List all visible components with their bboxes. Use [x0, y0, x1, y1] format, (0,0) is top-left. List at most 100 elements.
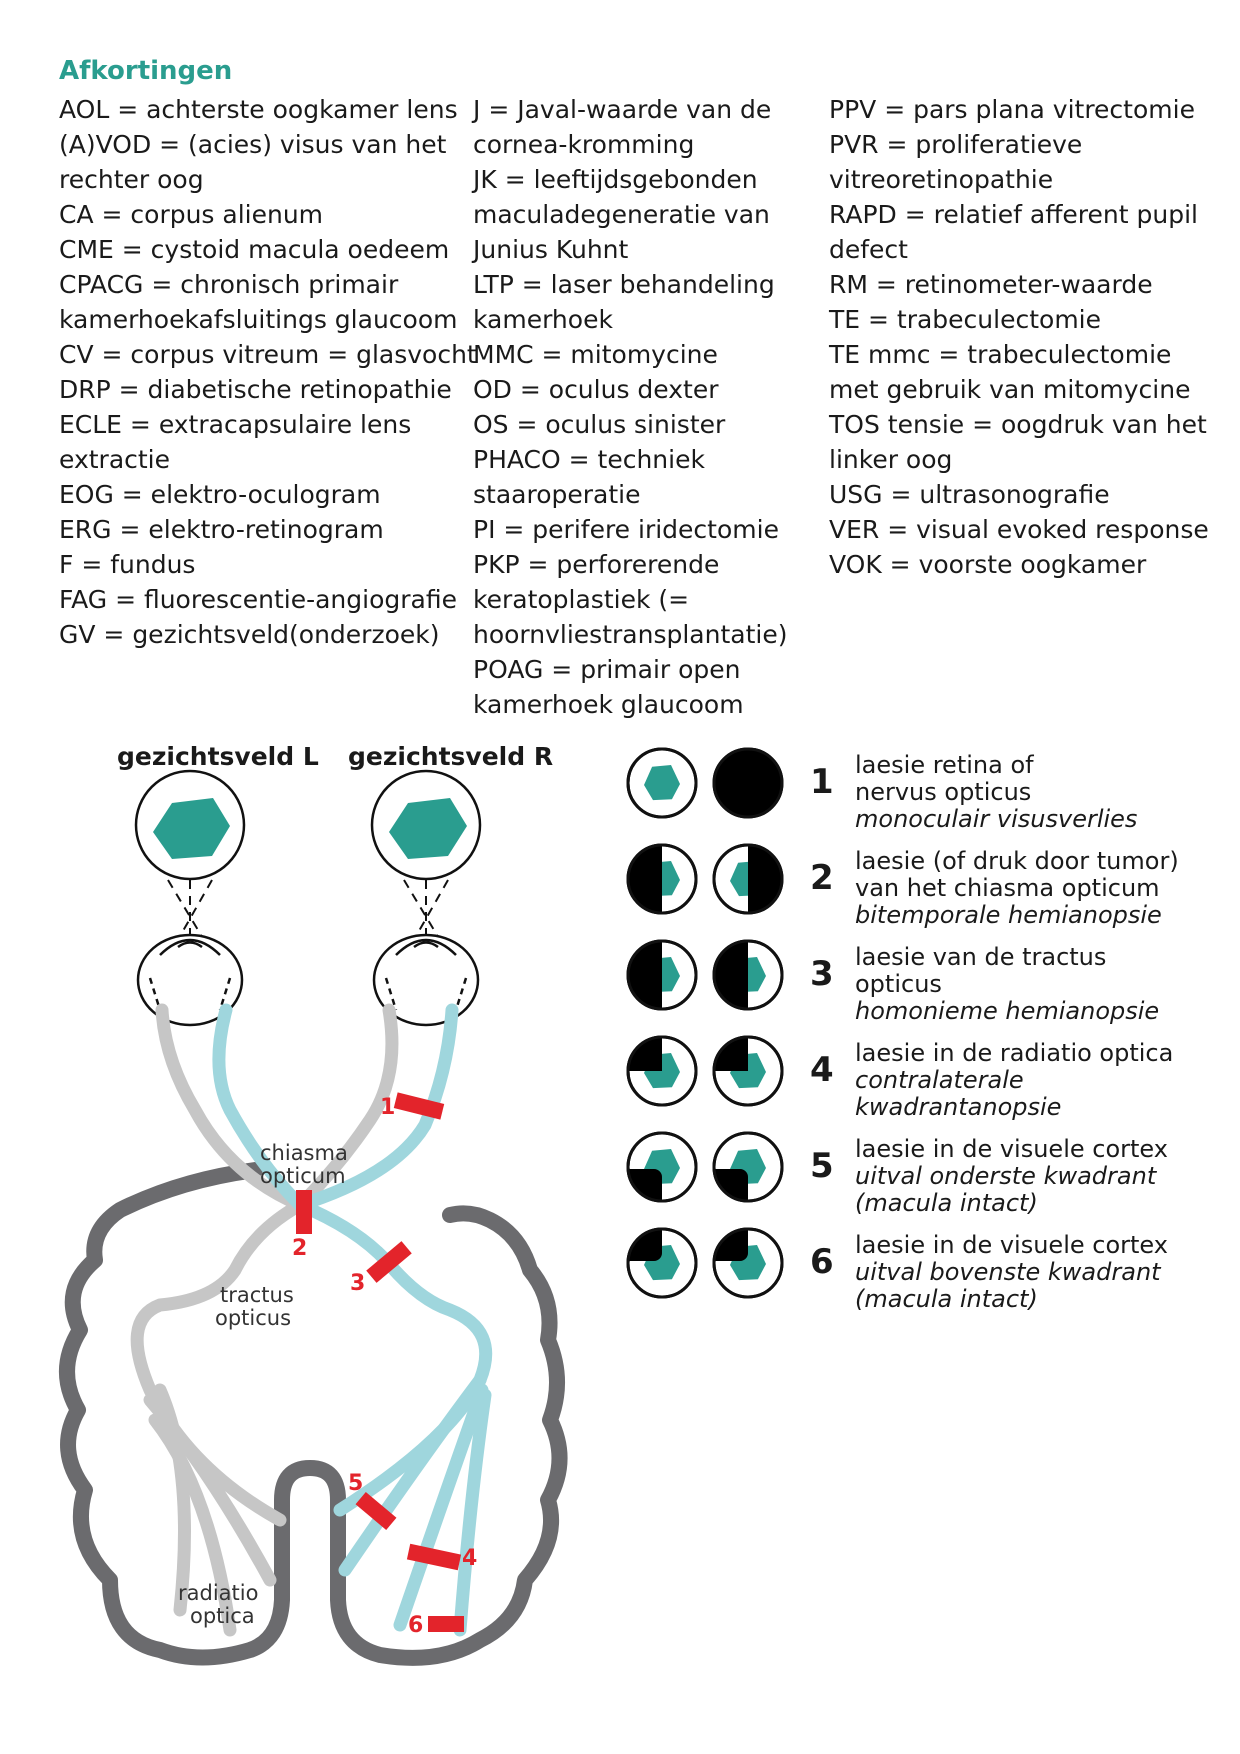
legend-italic: monoculair visusverlies — [855, 805, 1138, 833]
lesion-marker-4 — [406, 1543, 462, 1571]
abbr-line: TOS tensie = oogdruk van het — [829, 410, 1207, 439]
radiatio-label-1: radiatio — [178, 1581, 258, 1605]
right-eye-pathway — [212, 1003, 493, 1637]
abbr-line: VOK = voorste oogkamer — [829, 550, 1147, 579]
lesion-marker-3 — [366, 1241, 412, 1283]
abbr-line: PHACO = techniek — [473, 445, 705, 474]
tractus-label-1: tractus — [220, 1283, 294, 1307]
legend-field-circle — [626, 747, 698, 819]
left-eye-pathway — [130, 1003, 399, 1637]
abbr-line: J = Javal-waarde van de — [473, 95, 772, 124]
abbr-line: POAG = primair open — [473, 655, 741, 684]
abbr-line: PVR = proliferatieve — [829, 130, 1083, 159]
abbr-line: cornea-kromming — [473, 130, 695, 159]
abbr-line: (A)VOD = (acies) visus van het — [59, 130, 447, 159]
abbr-line: LTP = laser behandeling — [473, 270, 775, 299]
legend-italic: kwadrantanopsie — [855, 1093, 1062, 1121]
eye-left — [136, 933, 244, 1027]
abbr-line: Junius Kuhnt — [473, 235, 629, 264]
abbr-line: linker oog — [829, 445, 953, 474]
legend-italic: uitval bovenste kwadrant — [855, 1258, 1161, 1286]
abbr-line: EOG = elektro-oculogram — [59, 480, 381, 509]
lesion-markers — [296, 1092, 464, 1632]
abbreviations-column-3: PPV = pars plana vitrectomie PVR = proli… — [829, 92, 1209, 582]
legend-field-circle — [626, 1227, 698, 1299]
abbr-line: CA = corpus alienum — [59, 200, 324, 229]
tractus-label-2: opticus — [215, 1306, 291, 1330]
lesion-marker-6 — [428, 1616, 464, 1632]
abbr-line: kamerhoekafsluitings glaucoom — [59, 305, 458, 334]
abbr-line: DRP = diabetische retinopathie — [59, 375, 452, 404]
lesion-marker-2 — [296, 1190, 312, 1234]
lesion-number-4: 4 — [462, 1546, 477, 1571]
legend-italic: (macula intact) — [855, 1189, 1038, 1217]
abbr-line: CME = cystoid macula oedeem — [59, 235, 450, 264]
sight-lines — [167, 879, 449, 946]
lesion-marker-5 — [355, 1492, 397, 1530]
abbr-line: ERG = elektro-retinogram — [59, 515, 384, 544]
abbr-line: JK = leeftijdsgebonden — [473, 165, 758, 194]
abbr-line: RAPD = relatief afferent pupil — [829, 200, 1198, 229]
legend-field-circle — [712, 843, 784, 915]
legend-italic: homonieme hemianopsie — [855, 997, 1160, 1025]
abbr-line: hoornvliestransplantatie) — [473, 620, 788, 649]
abbr-line: TE mmc = trabeculectomie — [829, 340, 1172, 369]
abbr-line: rechter oog — [59, 165, 204, 194]
abbr-line: PI = perifere iridectomie — [473, 515, 779, 544]
abbr-line: F = fundus — [59, 550, 196, 579]
abbr-line: VER = visual evoked response — [829, 515, 1209, 544]
abbr-line: AOL = achterste oogkamer lens — [59, 95, 458, 124]
legend-italic: uitval onderste kwadrant — [855, 1162, 1157, 1190]
eye-right — [372, 933, 480, 1027]
legend-field-circle — [712, 939, 784, 1011]
abbr-line: OD = oculus dexter — [473, 375, 719, 404]
legend-field-circle — [712, 1227, 784, 1299]
legend-italic: (macula intact) — [855, 1285, 1038, 1313]
legend-text: laesie in de visuele cortex — [855, 1231, 1168, 1259]
legend-text: laesie van de tractus — [855, 943, 1107, 971]
legend-number: 1 — [810, 762, 834, 802]
abbr-line: PKP = perforerende — [473, 550, 720, 579]
legend-italic: bitemporale hemianopsie — [855, 901, 1162, 929]
legend-field-circle — [712, 1131, 784, 1203]
abbr-line: kamerhoek glaucoom — [473, 690, 744, 719]
legend-fields — [626, 747, 784, 1299]
legend-field-circle — [712, 747, 784, 819]
chiasma-label-2: opticum — [260, 1164, 346, 1188]
field-right-label: gezichtsveld R — [348, 742, 553, 771]
legend-field-circle — [626, 939, 698, 1011]
legend-italic: contralaterale — [855, 1066, 1024, 1094]
legend-text: opticus — [855, 970, 942, 998]
abbr-line: TE = trabeculectomie — [829, 305, 1101, 334]
abbr-line: maculadegeneratie van — [473, 200, 770, 229]
radiatio-label-2: optica — [190, 1604, 255, 1628]
legend-number: 4 — [810, 1050, 834, 1090]
legend-number: 6 — [810, 1242, 834, 1282]
brain-outline — [59, 1162, 568, 1666]
abbr-line: ECLE = extracapsulaire lens — [59, 410, 412, 439]
legend-field-circle — [712, 1035, 784, 1107]
legend-field-circle — [626, 1131, 698, 1203]
abbr-line: CV = corpus vitreum = glasvocht — [59, 340, 477, 369]
chiasma-label-1: chiasma — [260, 1141, 348, 1165]
lesion-number-6: 6 — [408, 1613, 423, 1638]
visual-field-left — [134, 769, 246, 881]
abbr-line: PPV = pars plana vitrectomie — [829, 95, 1195, 124]
abbr-line: staaroperatie — [473, 480, 641, 509]
legend-text: laesie retina of — [855, 751, 1034, 779]
abbr-line: extractie — [59, 445, 171, 474]
legend-text: van het chiasma opticum — [855, 874, 1160, 902]
abbreviations-column-1: AOL = achterste oogkamer lens (A)VOD = (… — [59, 92, 477, 652]
lesion-number-5: 5 — [348, 1471, 363, 1496]
abbr-line: RM = retinometer-waarde — [829, 270, 1153, 299]
abbr-line: FAG = fluorescentie-angiografie — [59, 585, 457, 614]
lesion-number-3: 3 — [350, 1271, 365, 1296]
legend-number: 5 — [810, 1146, 834, 1186]
abbr-line: met gebruik van mitomycine — [829, 375, 1191, 404]
legend-text: laesie (of druk door tumor) — [855, 847, 1179, 875]
legend-text: laesie in de visuele cortex — [855, 1135, 1168, 1163]
abbr-line: defect — [829, 235, 908, 264]
visual-pathway-diagram: gezichtsveld L gezichtsveld R — [59, 742, 784, 1666]
lesion-marker-1 — [393, 1092, 445, 1120]
legend-field-circle — [626, 843, 698, 915]
